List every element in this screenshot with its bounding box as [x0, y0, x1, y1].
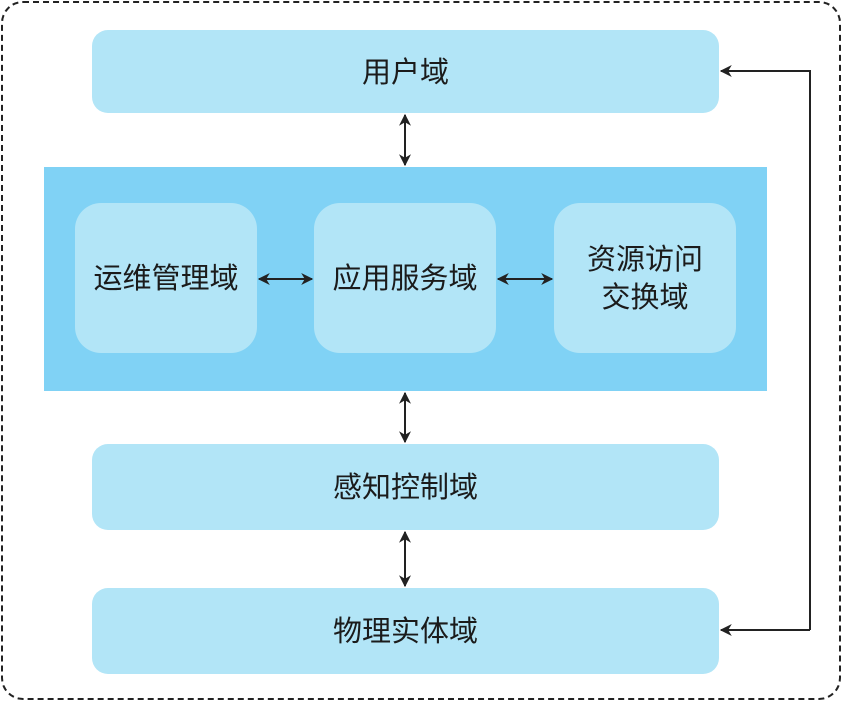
ops-mgmt-domain-box: 运维管理域 [75, 203, 257, 353]
resource-exchange-domain-box: 资源访问 交换域 [554, 203, 736, 353]
app-service-domain-box: 应用服务域 [314, 203, 496, 353]
resource-exchange-domain-label-line2: 交换域 [601, 280, 689, 314]
user-domain-box: 用户域 [92, 30, 719, 113]
physical-entity-domain-box: 物理实体域 [92, 588, 719, 674]
ops-mgmt-domain-label: 运维管理域 [93, 261, 239, 295]
sensing-control-domain-box: 感知控制域 [92, 444, 719, 530]
user-domain-label: 用户域 [361, 54, 449, 89]
sensing-control-domain-label: 感知控制域 [332, 470, 478, 504]
physical-entity-domain-label: 物理实体域 [332, 614, 478, 648]
resource-exchange-domain-label-line1: 资源访问 [586, 242, 703, 276]
feedback-loop-arrow-physical-to-user [719, 65, 811, 630]
app-service-domain-label: 应用服务域 [332, 261, 478, 295]
